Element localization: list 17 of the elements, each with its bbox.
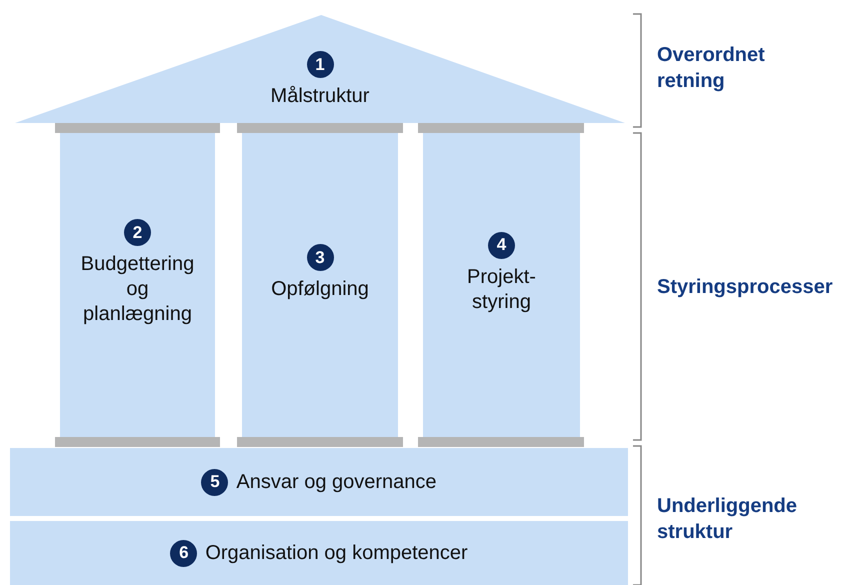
section-label: Organisation og kompetencer <box>205 540 468 566</box>
number-badge: 5 <box>201 468 228 496</box>
foundation-band <box>10 448 628 516</box>
section-label: Budgettering og planlægning <box>80 252 196 327</box>
level-label: Underliggende struktur <box>657 494 798 545</box>
number-badge: 2 <box>124 219 151 246</box>
level-label: Styringsprocesser <box>657 275 834 300</box>
section-label: Ansvar og governance <box>236 470 437 494</box>
section-label: Målstruktur <box>270 84 370 109</box>
number-badge: 6 <box>170 540 198 566</box>
section-label: Projekt- styring <box>466 264 537 314</box>
foundation-band <box>10 521 628 585</box>
section-label: Opfølgning <box>271 277 369 302</box>
roof-triangle <box>15 15 625 123</box>
number-badge: 4 <box>488 232 515 258</box>
level-label: Overordnet retning <box>657 43 766 94</box>
number-badge: 3 <box>306 244 334 271</box>
